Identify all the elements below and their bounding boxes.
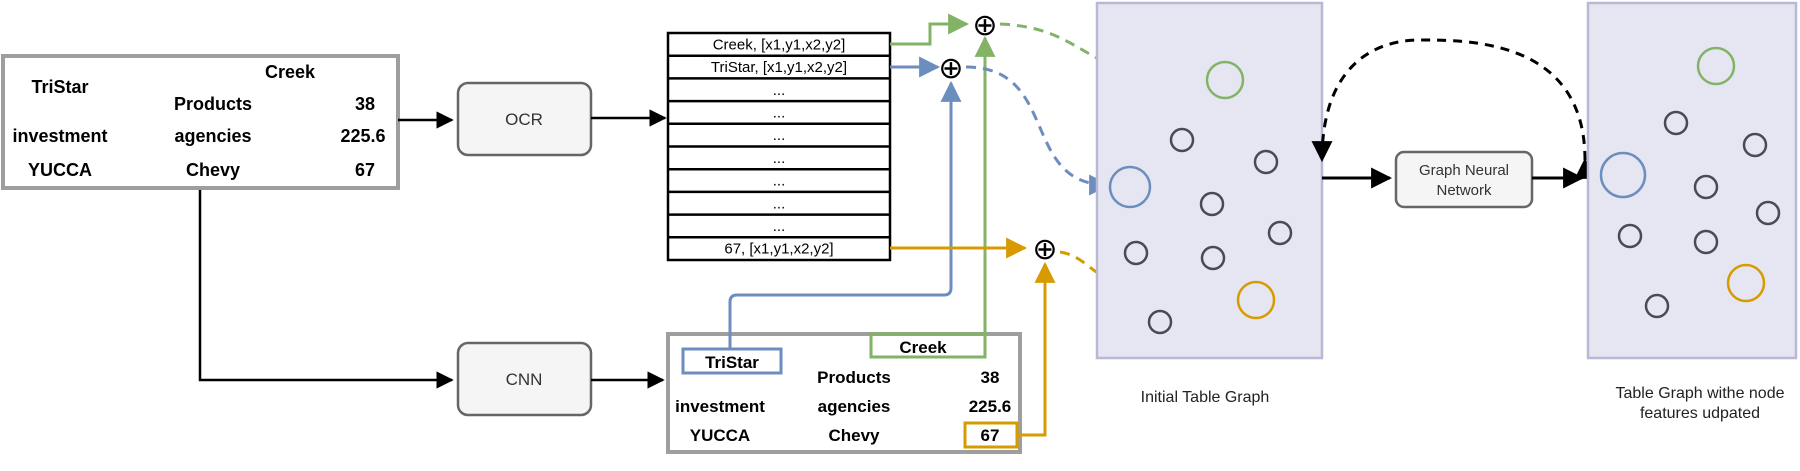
updated-graph-panel — [1586, 1, 1798, 360]
updated-graph-node — [1663, 110, 1689, 136]
cnn-cell-investment: investment — [675, 397, 765, 416]
graph-node — [1199, 191, 1225, 217]
green-ocr-connector — [890, 13, 970, 46]
cnn-creek-highlight — [869, 332, 987, 359]
input-cell-products: Products — [174, 94, 252, 114]
graph-node — [1253, 149, 1279, 175]
updated-node-tristar — [1599, 151, 1647, 199]
cnn-cell-products: Products — [817, 368, 891, 387]
updated-graph-caption-line2: features udpated — [1640, 405, 1760, 422]
ocr-list-row: 67, [x1,y1,x2,y2] — [724, 241, 833, 258]
input-cell-tristar: TriStar — [31, 77, 88, 97]
cnn-cell-67: 67 — [981, 426, 1000, 445]
input-cell-creek: Creek — [265, 62, 316, 82]
graph-node — [1267, 220, 1293, 246]
ocr-list-row: TriStar, [x1,y1,x2,y2] — [711, 59, 847, 76]
updated-graph-node — [1644, 293, 1670, 319]
ocr-list-row: Creek, [x1,y1,x2,y2] — [713, 36, 846, 53]
cnn-table-border — [666, 332, 1022, 454]
graph-node — [1169, 127, 1195, 153]
concat-icon-green: ⊕ — [972, 9, 997, 42]
updated-graph-node — [1755, 200, 1781, 226]
cnn-box: CNN — [456, 341, 593, 417]
graph-node — [1123, 240, 1149, 266]
blue-dashed-to-node — [965, 65, 1111, 196]
input-cell-chevy: Chevy — [186, 160, 240, 180]
arrow-input-to-cnn — [198, 190, 454, 389]
ocr-list-row: ... — [773, 218, 786, 235]
ocr-list-row: ... — [773, 173, 786, 190]
cnn-cell-225-6: 225.6 — [969, 397, 1012, 416]
initial-graph-panel — [1095, 1, 1324, 360]
input-cell-67: 67 — [355, 160, 375, 180]
ocr-list-row: ... — [773, 127, 786, 144]
graph-node — [1200, 245, 1226, 271]
ocr-list-row: ... — [773, 150, 786, 167]
gnn-label-line2: Network — [1436, 182, 1492, 199]
node-67 — [1236, 280, 1276, 320]
input-table: Creek TriStar Products 38 investment age… — [1, 54, 400, 190]
ocr-list-row: ... — [773, 195, 786, 212]
ocr-list-row: ... — [773, 104, 786, 121]
concat-icon-orange: ⊕ — [1032, 233, 1057, 266]
cnn-cell-chevy: Chevy — [828, 426, 880, 445]
updated-graph-caption-line1: Table Graph withe node — [1616, 385, 1785, 402]
cnn-tristar-highlight — [681, 347, 783, 375]
initial-graph-background — [1095, 1, 1324, 360]
updated-graph-node — [1693, 174, 1719, 200]
input-cell-38: 38 — [355, 94, 375, 114]
updated-node-creek — [1696, 46, 1736, 86]
cnn-cell-38: 38 — [981, 368, 1000, 387]
updated-graph-node — [1693, 229, 1719, 255]
cnn-cell-creek: Creek — [899, 338, 947, 357]
ocr-list-row: ... — [773, 82, 786, 99]
cnn-label: CNN — [506, 370, 543, 389]
iteration-loop-arrow — [1311, 38, 1596, 179]
updated-node-67 — [1726, 263, 1766, 303]
ocr-output-list: Creek, [x1,y1,x2,y2] TriStar, [x1,y1,x2,y… — [666, 31, 892, 262]
blue-cnn-connector — [728, 80, 962, 349]
cnn-cell-yucca: YUCCA — [690, 426, 750, 445]
concat-icon-blue: ⊕ — [938, 52, 963, 85]
updated-graph-node — [1617, 223, 1643, 249]
input-table-border — [1, 54, 400, 190]
cnn-cell-tristar: TriStar — [705, 353, 759, 372]
updated-graph-node — [1742, 132, 1768, 158]
ocr-label: OCR — [505, 110, 543, 129]
node-creek — [1205, 60, 1245, 100]
cnn-cell-agencies: agencies — [818, 397, 891, 416]
node-tristar — [1108, 165, 1152, 209]
input-cell-investment: investment — [12, 126, 107, 146]
cnn-feature-table: TriStar Creek Products 38 investment age… — [666, 332, 1022, 454]
input-cell-225-6: 225.6 — [340, 126, 385, 146]
initial-graph-caption: Initial Table Graph — [1141, 389, 1270, 406]
gnn-box: Graph Neural Network — [1394, 150, 1534, 209]
input-cell-yucca: YUCCA — [28, 160, 92, 180]
orange-cnn-connector — [1017, 261, 1056, 437]
gnn-label-line1: Graph Neural — [1419, 162, 1509, 179]
updated-graph-background — [1586, 1, 1798, 360]
ocr-box: OCR — [456, 81, 593, 157]
input-cell-agencies: agencies — [174, 126, 251, 146]
graph-node — [1147, 309, 1173, 335]
